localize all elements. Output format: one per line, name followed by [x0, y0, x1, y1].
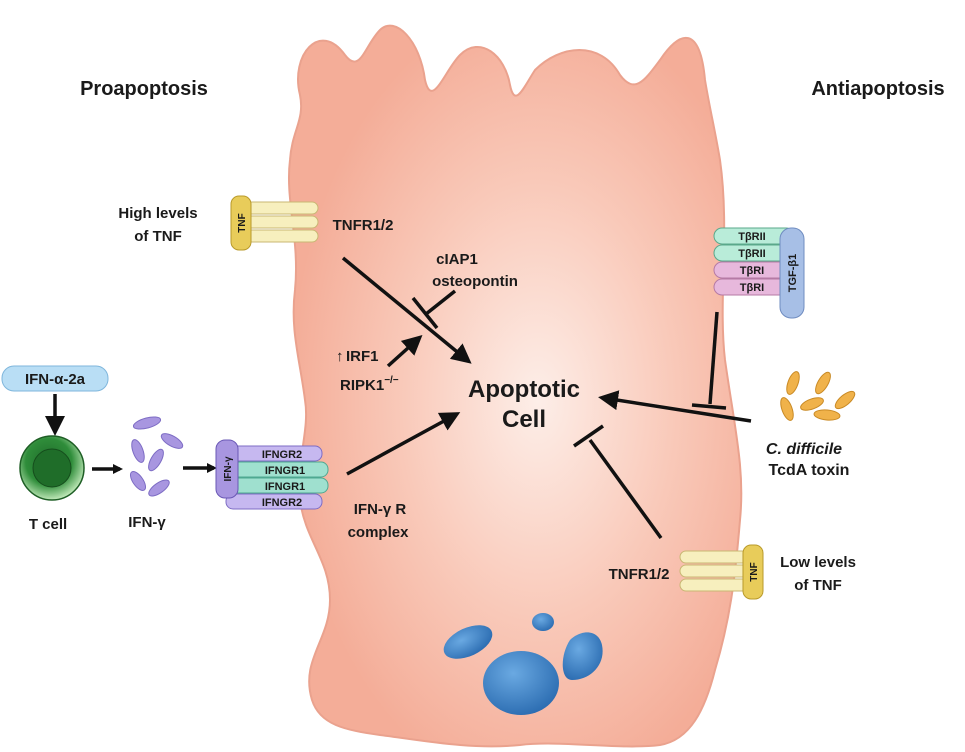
- inhibit-cIAP1-line: [424, 289, 457, 316]
- nucleus-blob: [562, 632, 603, 680]
- center-label-line2: Cell: [502, 406, 546, 433]
- ripk1-superscript: −/−: [384, 375, 399, 386]
- tnfr-high-label: TNFR1/2: [333, 217, 394, 234]
- nucleus-blob: [483, 651, 559, 715]
- ifng-ligand-bound: [215, 439, 239, 499]
- tgf-ligand: [779, 227, 805, 319]
- inhibit-lowtnf-line: [588, 438, 663, 540]
- arrow-irf1: [386, 334, 423, 368]
- ifng-ligand-bound-label: IFN-γ: [223, 456, 234, 481]
- inhibit-tgf-line: [708, 311, 719, 405]
- tbr-chain-label: TβRI: [740, 282, 764, 294]
- ifngr-chain: [225, 493, 323, 510]
- ifngr-chain-label: IFNGR2: [262, 497, 302, 509]
- ripk1-text: RIPK1: [340, 377, 384, 394]
- inhibit-lowtnf-bar: [573, 424, 604, 448]
- irf1-up-arrow: ↑: [336, 348, 344, 365]
- ifngr-chain-label: IFNGR2: [262, 449, 302, 461]
- high-tnf-label-line2: of TNF: [134, 228, 181, 245]
- inhibit-cIAP1-bar: [411, 296, 439, 330]
- tcda-toxin-particles: [780, 371, 856, 421]
- inhibitor-label-line2: osteopontin: [432, 273, 518, 290]
- tnf-ligand-high-label: TNF: [237, 213, 248, 232]
- ifng-molecules: [129, 416, 184, 497]
- tbr-chain-label: TβRII: [738, 231, 766, 243]
- low-tnf-label-line1: Low levels: [780, 554, 856, 571]
- tbr-chain-label: TβRI: [740, 265, 764, 277]
- tnfr-receptor-low: [679, 550, 761, 592]
- ifngr-complex-line2: complex: [348, 524, 410, 541]
- ifna-label: IFN-α-2a: [25, 371, 86, 388]
- arrow-toxin-to-cell: [598, 390, 752, 423]
- heading-antiapoptosis: Antiapoptosis: [811, 78, 944, 100]
- low-tnf-label-line2: of TNF: [794, 577, 841, 594]
- high-tnf-label-line1: High levels: [118, 205, 197, 222]
- nucleus-blob: [443, 625, 493, 659]
- ripk1-label: RIPK1−/−: [340, 375, 399, 394]
- irf1-label: IRF1: [346, 348, 379, 365]
- tnf-ligand-low-label: TNF: [749, 562, 760, 581]
- ifngr-chain-label: IFNGR1: [265, 481, 305, 493]
- arrow-tnfr-to-cell: [341, 256, 472, 364]
- inhibitor-label-line1: cIAP1: [436, 251, 478, 268]
- tnfr-receptor-high: [243, 201, 319, 243]
- tbr-chain-label: TβRII: [738, 248, 766, 260]
- toxin-label-line2: TcdA toxin: [769, 462, 850, 479]
- arrow-ifngr-to-cell: [346, 412, 461, 476]
- nucleus-blob: [532, 613, 554, 631]
- ifngr-complex-line1: IFN-γ R: [354, 501, 407, 518]
- tnfr-low-label: TNFR1/2: [609, 566, 670, 583]
- toxin-label-line1: C. difficile: [766, 441, 842, 458]
- ifngr-chain-label: IFNGR1: [265, 465, 305, 477]
- ifna-box: [1, 365, 109, 392]
- heading-proapoptosis: Proapoptosis: [80, 78, 208, 100]
- tnf-ligand-low: [742, 544, 764, 600]
- t-cell-nucleus: [32, 448, 72, 488]
- tnf-ligand-high: [230, 195, 252, 251]
- center-label-line1: Apoptotic: [468, 376, 580, 403]
- inhibit-tgf-bar: [691, 403, 727, 410]
- ifng-label: IFN-γ: [128, 514, 166, 531]
- t-cell-label: T cell: [29, 516, 67, 533]
- tgf-ligand-label: TGF-β1: [787, 254, 799, 293]
